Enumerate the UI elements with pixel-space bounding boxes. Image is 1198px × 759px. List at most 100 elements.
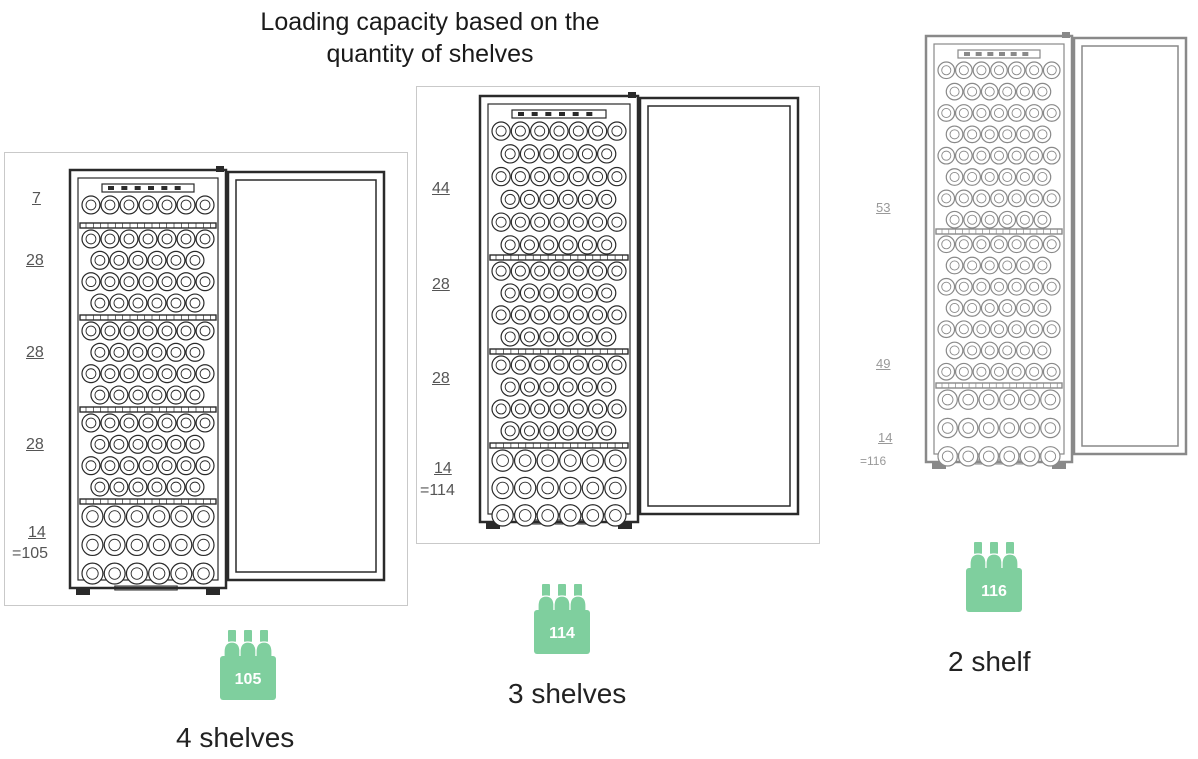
shelf — [935, 382, 1063, 389]
bottle-neck — [574, 584, 582, 596]
bottle-base — [553, 403, 565, 415]
bottle — [539, 144, 559, 164]
bottle-base — [199, 199, 211, 211]
bottle-base — [601, 193, 613, 205]
shelf — [489, 348, 629, 355]
bottle — [945, 341, 964, 360]
bottle-base — [199, 325, 211, 337]
shelf-count-5: 14 — [28, 524, 46, 541]
bottle-base — [161, 417, 173, 429]
cabinet-foot — [76, 588, 90, 595]
bottle — [157, 229, 177, 249]
bottle — [90, 342, 110, 362]
cabinet-inner-frame — [487, 103, 631, 515]
bottle — [607, 355, 627, 375]
bottle — [954, 362, 973, 381]
bottle-base — [142, 233, 154, 245]
bottle-base — [524, 331, 535, 343]
bottle-base — [543, 287, 555, 299]
control-button — [148, 186, 154, 190]
bottle-base — [941, 393, 954, 406]
bottle — [607, 121, 627, 141]
bottle — [559, 504, 582, 527]
bottle-base — [524, 381, 535, 393]
bottle — [972, 277, 991, 296]
bottle — [1033, 125, 1052, 144]
bottle-base — [104, 417, 116, 429]
bottle-base — [592, 171, 604, 183]
bottle-base — [514, 359, 526, 371]
bottle — [491, 504, 514, 527]
bottle — [536, 476, 559, 500]
bottle — [539, 235, 559, 255]
bottle — [937, 362, 956, 381]
bottle-base — [993, 324, 1005, 335]
bottle-base — [1037, 302, 1048, 314]
bottle-base — [958, 65, 969, 76]
bottle-base — [993, 193, 1005, 204]
bottle-base — [1003, 393, 1016, 406]
bottle — [185, 293, 205, 313]
bottle — [500, 327, 520, 347]
control-panel — [511, 109, 607, 119]
bottle-base — [592, 216, 604, 228]
bottle — [1025, 362, 1044, 381]
bottle-base — [123, 233, 135, 245]
bottle — [119, 456, 139, 476]
bottle-base — [142, 276, 154, 288]
bottle — [100, 413, 120, 433]
bottle — [937, 189, 956, 208]
bottle — [963, 256, 982, 275]
bottle — [937, 446, 958, 467]
bottle-base — [504, 331, 516, 343]
control-button — [531, 112, 538, 116]
bottle-base — [962, 393, 974, 406]
bottle — [999, 389, 1020, 410]
bottle — [128, 434, 148, 454]
bottle-base — [85, 325, 97, 337]
bottle — [119, 321, 139, 341]
bottle-base — [941, 193, 952, 204]
bottle-base — [976, 150, 987, 161]
bottle-base — [592, 403, 604, 415]
bottle — [109, 342, 129, 362]
cabinet-2-shelf — [924, 32, 1188, 469]
bottle-base — [113, 346, 125, 358]
bottle — [999, 417, 1020, 439]
bottle — [519, 377, 540, 397]
bottle-base — [967, 302, 978, 314]
bottle — [954, 146, 973, 165]
bottle — [157, 272, 177, 292]
bottle-base — [984, 129, 995, 140]
bottle-base — [1029, 239, 1040, 250]
bottle — [963, 125, 982, 144]
bottle — [176, 229, 196, 249]
bottle-base — [976, 193, 987, 204]
bottle — [147, 293, 167, 313]
bottle-base — [113, 389, 125, 401]
bottle-base — [984, 302, 995, 314]
bottle-base — [958, 366, 969, 377]
bottle — [176, 272, 196, 292]
bottle — [491, 399, 511, 419]
bottle — [491, 212, 511, 232]
bottle — [166, 250, 186, 270]
bottle-base — [958, 281, 969, 292]
bottle-base — [495, 125, 507, 137]
bottle-base — [592, 125, 604, 137]
bottle — [607, 305, 627, 325]
bottle — [119, 364, 139, 384]
bottle-base — [94, 346, 106, 358]
bottle-base — [543, 331, 555, 343]
bottle-base — [161, 276, 173, 288]
bottle — [972, 61, 991, 80]
bottle — [81, 229, 101, 249]
bottle-base — [1024, 393, 1036, 406]
badge-label-area — [534, 610, 590, 654]
bottle-base — [563, 454, 577, 467]
bottle-base — [543, 193, 555, 205]
bottle — [963, 168, 982, 186]
bottle-base — [976, 65, 987, 76]
title-line-2: quantity of shelves — [326, 40, 534, 68]
cabinet-foot — [1052, 462, 1066, 469]
